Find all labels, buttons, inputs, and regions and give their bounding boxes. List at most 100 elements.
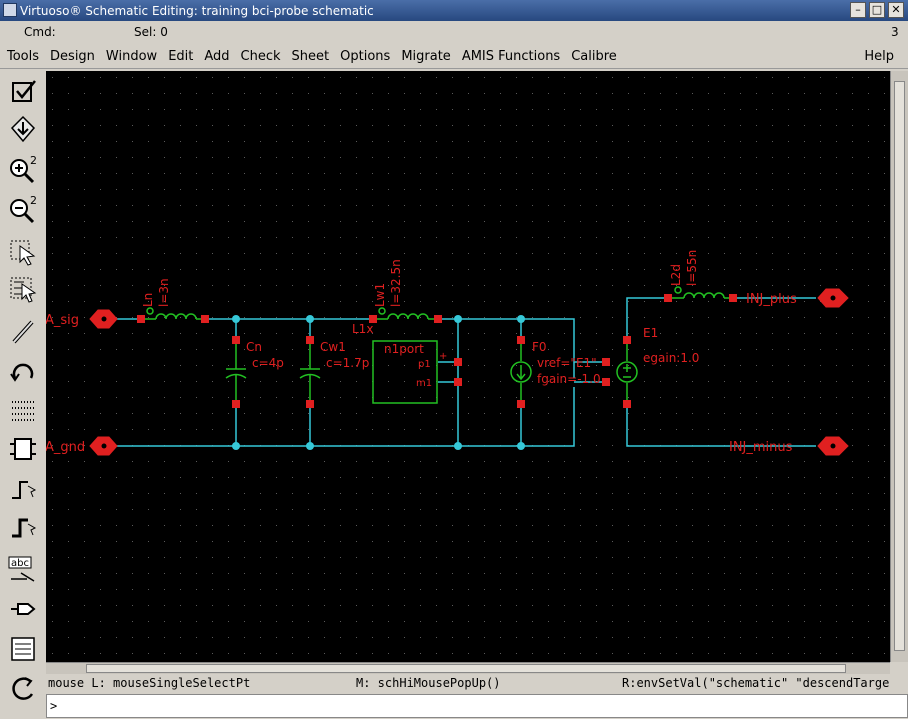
menu-sheet[interactable]: Sheet xyxy=(291,49,330,64)
zoom-out-button[interactable]: 2 xyxy=(6,193,40,225)
command-prompt: > xyxy=(50,699,58,713)
n1port-plus: + xyxy=(439,351,447,362)
current-source-f0[interactable] xyxy=(510,344,532,400)
n1port-m1: m1 xyxy=(416,378,432,389)
add-label-button[interactable]: abc xyxy=(6,555,40,587)
select-area-button[interactable] xyxy=(6,235,40,267)
menu-check[interactable]: Check xyxy=(240,49,281,64)
maximize-icon[interactable]: □ xyxy=(869,2,885,18)
ln-value: l=3n xyxy=(157,278,171,307)
grid-dots xyxy=(46,71,890,662)
add-wire-narrow-button[interactable] xyxy=(6,473,40,505)
capacitor-group xyxy=(225,344,321,400)
schematic-canvas[interactable]: A_sig A_gnd INJ_plus INJ_minus Ln l=3n L… xyxy=(45,71,890,662)
schematic-drawing: A_sig A_gnd INJ_plus INJ_minus Ln l=3n L… xyxy=(45,71,890,662)
select-area-icon xyxy=(10,240,36,266)
cn-name: Cn xyxy=(246,340,262,354)
bus-tool-button[interactable] xyxy=(6,395,40,427)
pin-label-minus: INJ_minus xyxy=(729,440,793,455)
bus-icon xyxy=(12,401,34,421)
junction-group xyxy=(232,315,525,450)
menu-edit[interactable]: Edit xyxy=(168,49,194,64)
voltage-source-e1[interactable] xyxy=(616,344,638,400)
menu-design[interactable]: Design xyxy=(50,49,95,64)
inductor-dot xyxy=(674,286,682,294)
properties-icon xyxy=(11,637,35,661)
menu-amis-functions[interactable]: AMIS Functions xyxy=(461,49,561,64)
horizontal-scrollbar[interactable] xyxy=(46,662,890,674)
undo-button[interactable] xyxy=(6,355,40,387)
junction xyxy=(454,315,462,323)
select-all-button[interactable] xyxy=(6,273,40,305)
mouse-right-binding: R:envSetVal("schematic" "descendTarge xyxy=(622,676,890,690)
close-icon[interactable]: ✕ xyxy=(888,2,904,18)
command-input[interactable]: > xyxy=(46,694,908,718)
e1-name: E1 xyxy=(643,326,658,340)
capacitor-cw1[interactable] xyxy=(299,344,321,400)
undo-icon xyxy=(10,363,34,382)
window-title: Virtuoso® Schematic Editing: training bc… xyxy=(20,3,374,18)
properties-button[interactable] xyxy=(6,633,40,665)
junction xyxy=(306,442,314,450)
menu-help[interactable]: Help xyxy=(864,49,894,64)
label-tool-text: abc xyxy=(11,558,29,569)
menu-add[interactable]: Add xyxy=(204,49,230,64)
pin-center xyxy=(830,443,836,449)
vertical-scrollbar[interactable] xyxy=(890,71,908,662)
junction xyxy=(232,315,240,323)
add-wire-wide-button[interactable] xyxy=(6,511,40,543)
window-number: 3 xyxy=(891,25,899,39)
window-title-bar: Virtuoso® Schematic Editing: training bc… xyxy=(0,0,908,21)
label-group: A_sig A_gnd INJ_plus INJ_minus Ln l=3n L… xyxy=(45,250,797,455)
minimize-icon[interactable]: – xyxy=(850,2,866,18)
cmd-status: Cmd: xyxy=(24,25,56,39)
wire-tool-button[interactable] xyxy=(6,315,40,347)
instance-icon xyxy=(10,438,36,460)
junction xyxy=(517,442,525,450)
add-pin-button[interactable] xyxy=(6,593,40,625)
inductor-l2d[interactable] xyxy=(683,292,725,299)
f0-fgain: fgain=-1.0 xyxy=(537,372,601,386)
cw1-value: c=1.7p xyxy=(326,356,369,370)
inductor-ln[interactable] xyxy=(155,313,197,320)
stretch-button[interactable] xyxy=(6,113,40,145)
lw1-value: l=32.5n xyxy=(389,259,403,307)
pin-center xyxy=(101,443,107,449)
stretch-icon xyxy=(10,115,36,143)
menu-migrate[interactable]: Migrate xyxy=(401,49,451,64)
add-instance-button[interactable] xyxy=(6,433,40,465)
n1port-box[interactable] xyxy=(372,340,438,404)
horizontal-scroll-thumb[interactable] xyxy=(86,664,846,673)
inductor-group xyxy=(146,286,725,320)
l2d-value: l=55n xyxy=(685,250,699,286)
zoom-out-icon: 2 xyxy=(10,194,37,224)
status-row: Cmd: Sel: 0 3 xyxy=(0,21,908,45)
n1port-name: n1port xyxy=(384,342,424,356)
pin-label-plus: INJ_plus xyxy=(746,292,797,307)
inductor-dot xyxy=(146,307,154,315)
wire-group xyxy=(115,297,816,447)
check-save-button[interactable] xyxy=(6,75,40,107)
menu-window[interactable]: Window xyxy=(105,49,158,64)
lw1-name: Lw1 xyxy=(373,283,387,307)
menu-calibre[interactable]: Calibre xyxy=(571,49,617,64)
zoom-in-label: 2 xyxy=(30,154,37,167)
wire-e1-top xyxy=(626,297,668,340)
menu-tools[interactable]: Tools xyxy=(7,49,40,64)
wire-wide-icon xyxy=(12,518,37,538)
f0-vref: vref="E1" xyxy=(537,356,597,370)
app-icon xyxy=(3,3,17,17)
redraw-button[interactable] xyxy=(6,673,40,705)
menu-bar: Tools Design Window Edit Add Check Sheet… xyxy=(0,45,908,69)
inductor-lw1[interactable] xyxy=(387,313,429,320)
redraw-icon xyxy=(12,677,34,700)
zoom-in-button[interactable]: 2 xyxy=(6,153,40,185)
capacitor-cn[interactable] xyxy=(225,344,247,400)
n1port-p1: p1 xyxy=(418,359,431,370)
vertical-scroll-thumb[interactable] xyxy=(894,81,905,651)
cn-value: c=4p xyxy=(252,356,284,370)
terminal-group xyxy=(137,294,737,408)
wire-top-right xyxy=(438,318,575,378)
pin-center-group xyxy=(101,295,836,449)
menu-options[interactable]: Options xyxy=(340,49,391,64)
